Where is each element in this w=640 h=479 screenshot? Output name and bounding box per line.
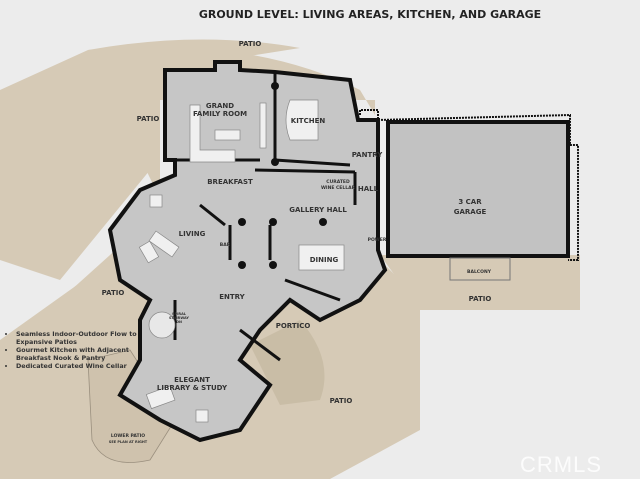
label-living: LIVING <box>179 230 206 238</box>
label-grand-family-room-2: FAMILY ROOM <box>193 110 247 118</box>
label-patio-garage: PATIO <box>469 295 492 303</box>
balcony <box>449 257 511 281</box>
label-patio-bottom: PATIO <box>330 397 353 405</box>
label-patio-left: PATIO <box>137 115 160 123</box>
label-lower-patio-2: SEE PLAN AT RIGHT <box>109 440 148 444</box>
label-pantry: PANTRY <box>352 151 384 159</box>
label-garage-1: 3 CAR <box>458 198 482 206</box>
label-grand-family-room-1: GRAND <box>206 102 234 110</box>
feature-item: Seamless Indoor-Outdoor Flow to Expansiv… <box>16 330 156 346</box>
label-entry: ENTRY <box>219 293 245 301</box>
label-wine-cellar-1: CURATED <box>326 179 350 185</box>
interior-walls <box>165 72 380 362</box>
label-spiral-3: DN <box>176 320 182 324</box>
label-gallery-hall: GALLERY HALL <box>289 206 347 214</box>
label-bar: BAR <box>220 242 231 248</box>
label-portico: PORTICO <box>276 322 311 330</box>
label-kitchen: KITCHEN <box>291 117 326 125</box>
label-library-2: LIBRARY & STUDY <box>157 384 228 392</box>
label-spiral-2: STAIRWAY <box>169 316 189 320</box>
label-dining: DINING <box>310 256 339 264</box>
patio-upper-left <box>0 39 300 280</box>
label-balcony: BALCONY <box>467 269 492 275</box>
label-patio-top: PATIO <box>239 40 262 48</box>
label-breakfast: BREAKFAST <box>207 178 253 186</box>
lower-patio <box>87 349 176 463</box>
watermark: CRMLS <box>520 452 603 477</box>
label-spiral-1: SPIRAL <box>172 312 187 316</box>
label-library-1: ELEGANT <box>174 376 210 384</box>
label-power: POWER <box>368 237 387 243</box>
garage-block <box>386 120 570 258</box>
label-wine-cellar-2: WINE CELLAR <box>321 185 356 191</box>
label-patio-living: PATIO <box>102 289 125 297</box>
label-lower-patio-1: LOWER PATIO <box>111 433 145 439</box>
columns <box>238 82 327 269</box>
feature-item: Dedicated Curated Wine Cellar <box>16 362 156 370</box>
garage-outer-wall <box>359 109 579 261</box>
plan-title: GROUND LEVEL: LIVING AREAS, KITCHEN, AND… <box>198 8 542 21</box>
portico-area <box>250 320 325 405</box>
furniture <box>138 99 345 423</box>
label-garage-2: GARAGE <box>454 208 487 216</box>
feature-list: Seamless Indoor-Outdoor Flow to Expansiv… <box>6 330 156 370</box>
feature-item: Gourmet Kitchen with Adjacent Breakfast … <box>16 346 156 362</box>
patio-garage <box>380 255 580 310</box>
label-hall: HALL <box>358 185 379 193</box>
